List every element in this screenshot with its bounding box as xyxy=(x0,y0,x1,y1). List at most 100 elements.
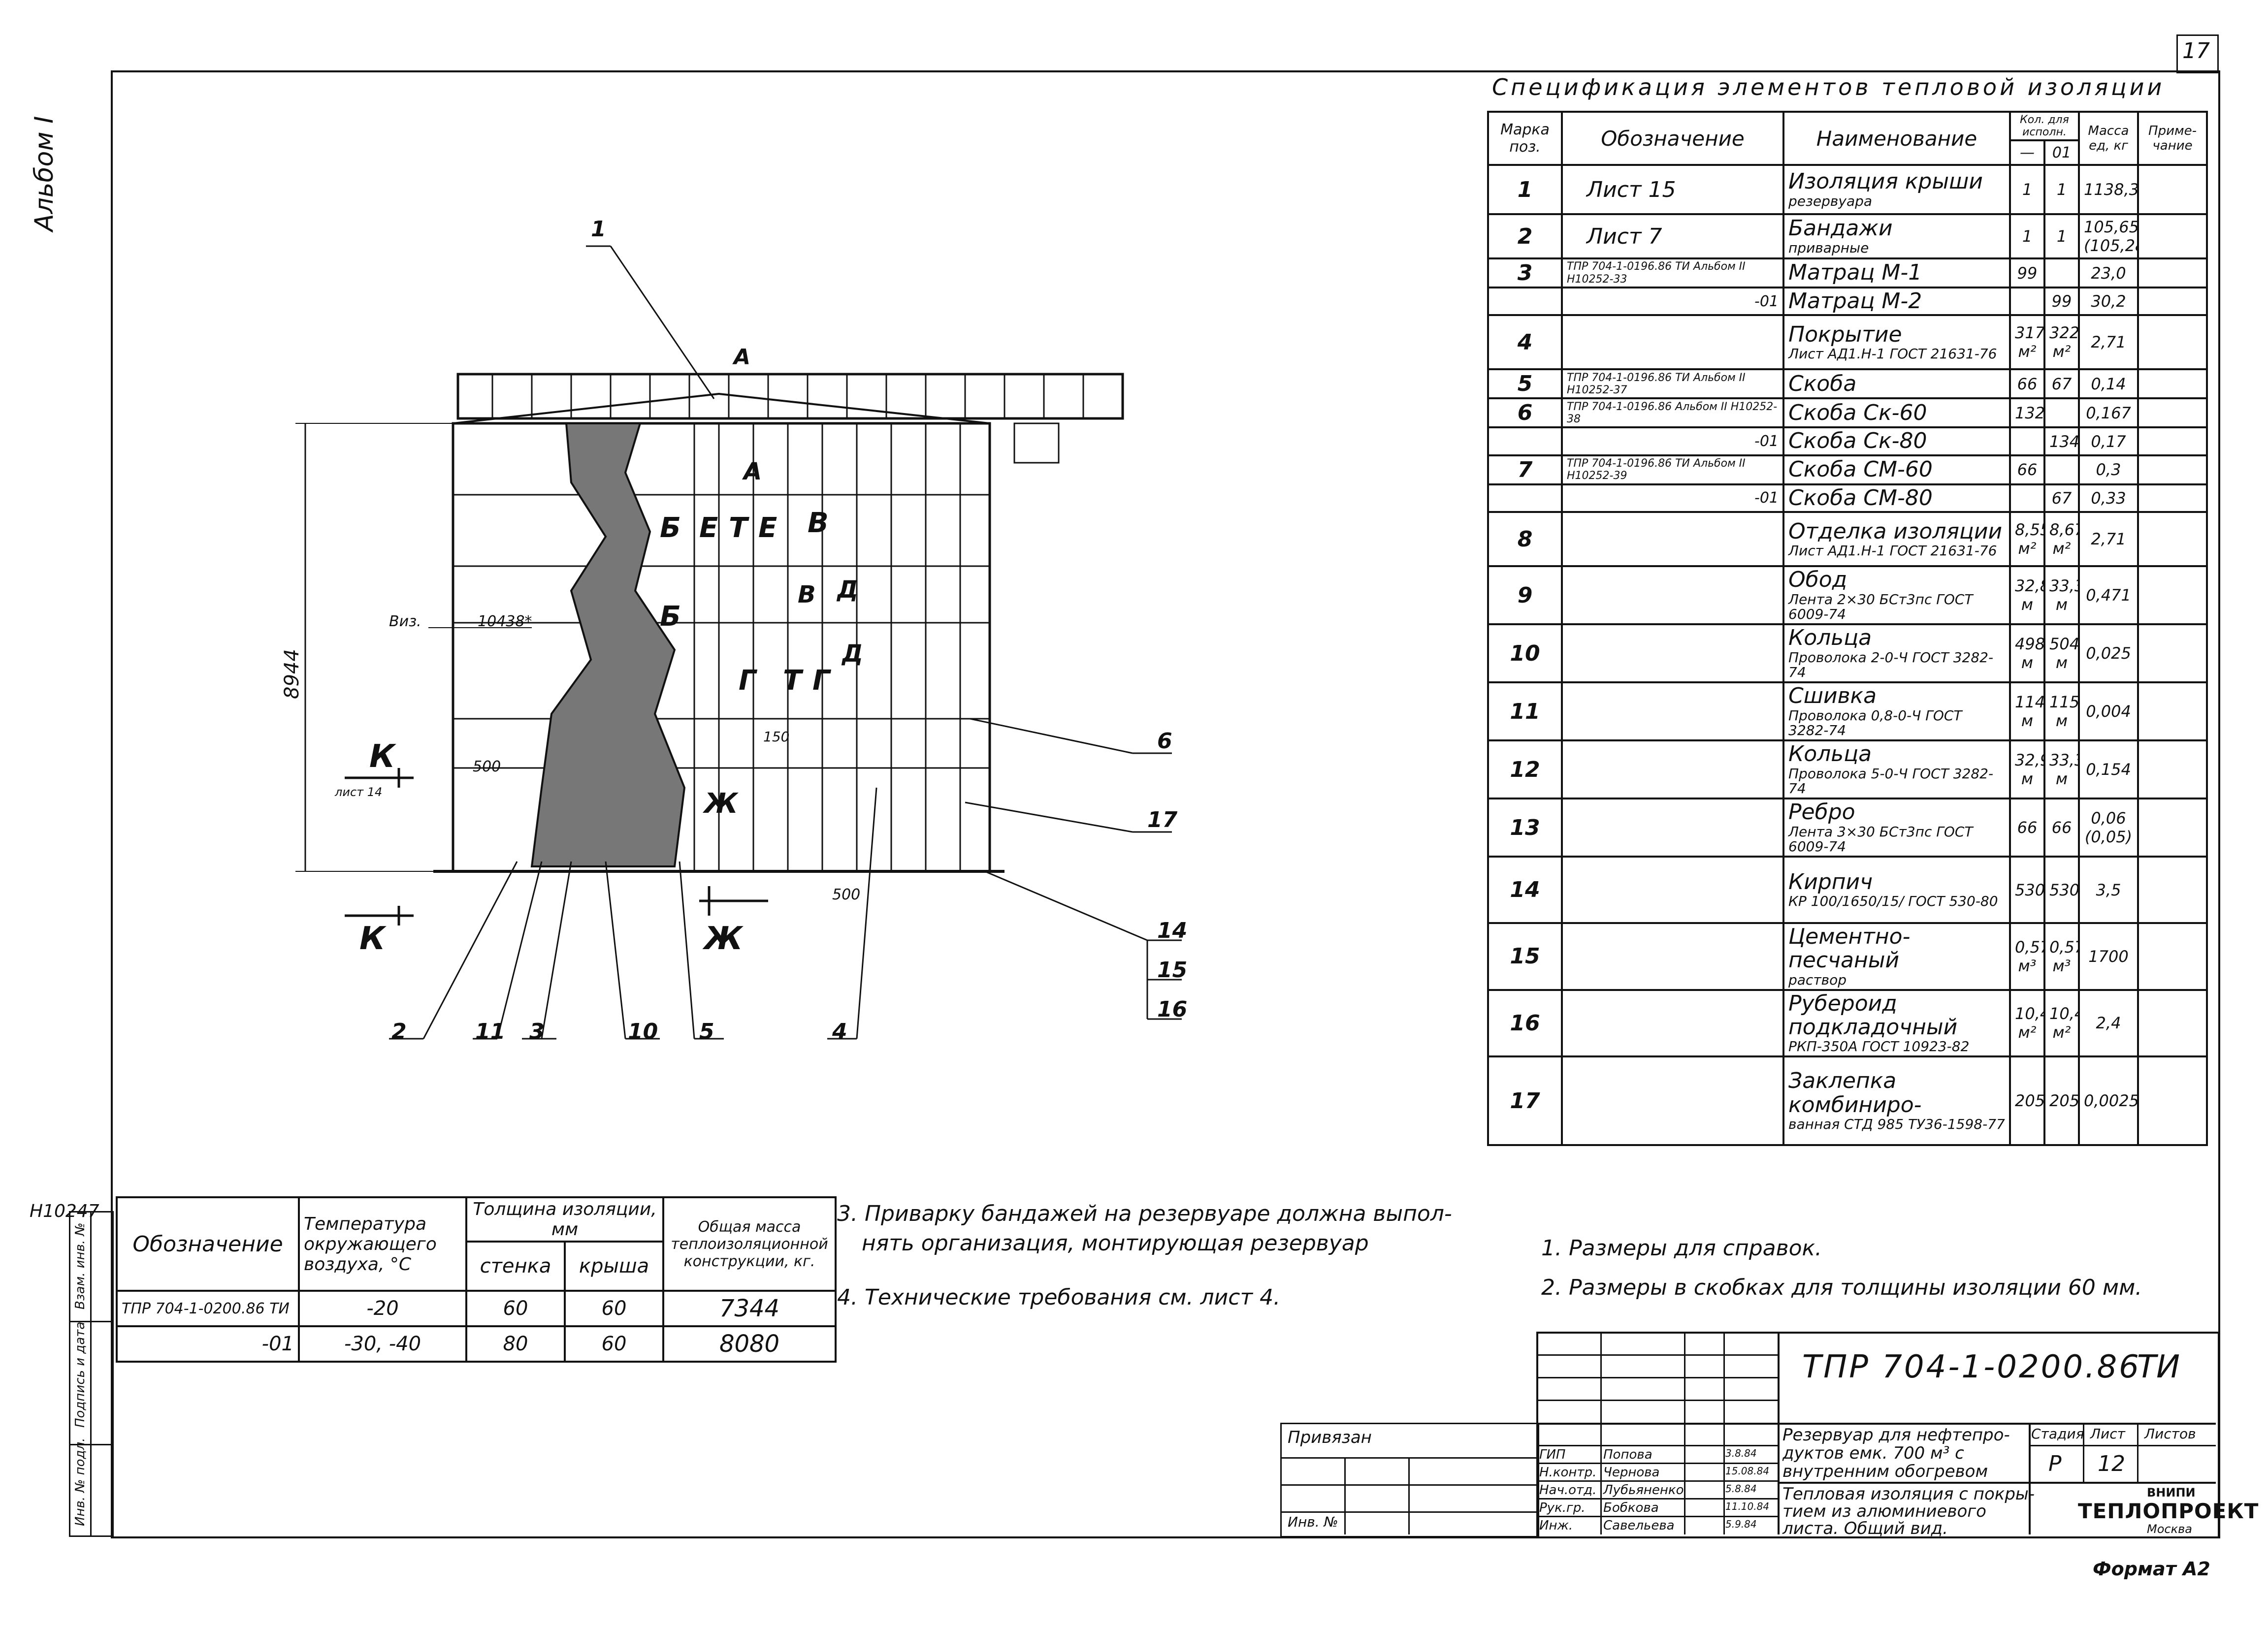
spec-designation xyxy=(1561,623,1784,684)
spec-name-line2: РКП-350А ГОСТ 10923-82 xyxy=(1788,1038,1970,1055)
stamp-person-role: ГИП xyxy=(1539,1447,1566,1462)
spec-note xyxy=(2137,286,2208,317)
stamp-attached: Привязан xyxy=(1288,1428,1372,1447)
spec-qty-a xyxy=(2009,286,2045,317)
section-a-label: А xyxy=(734,345,751,370)
spec-mass: 0,33 xyxy=(2078,483,2139,513)
spec-qty-b: 504 м xyxy=(2043,623,2080,684)
tank-drawing xyxy=(295,245,1182,1040)
spec-qty-b: 99 xyxy=(2043,286,2080,317)
view-letter-v1: В xyxy=(808,507,829,539)
tt-h-wall: стенка xyxy=(465,1241,566,1292)
spec-name-line2: резервуара xyxy=(1788,192,1873,209)
spec-name-line2: Проволока 2-0-Ч ГОСТ 3282-74 xyxy=(1788,649,1994,681)
tt-row2-designation: -01 xyxy=(116,1325,300,1363)
temp-table: Обозначение Температура окружающего возд… xyxy=(116,1196,837,1363)
spec-name-line2: Проволока 0,8-0-Ч ГОСТ 3282-74 xyxy=(1788,707,1962,739)
spec-name-line1: Сшивка xyxy=(1788,683,1877,709)
spec-mark: 15 xyxy=(1487,922,1563,991)
spec-designation: ТПР 704-1-0196.86 ТИ Альбом II Н10252-37 xyxy=(1561,368,1784,400)
spec-qty-b xyxy=(2043,454,2080,485)
spec-designation: Лист 7 xyxy=(1561,213,1784,259)
dim-label: Виз. xyxy=(389,613,421,630)
spec-designation xyxy=(1561,314,1784,371)
callout-17: 17 xyxy=(1147,807,1178,832)
spec-mark: 17 xyxy=(1487,1055,1563,1147)
spec-name-line1: Кирпич xyxy=(1788,869,1873,894)
spec-qty-b: 134 xyxy=(2043,426,2080,456)
spec-mark: 9 xyxy=(1487,565,1563,626)
spec-name-line1: Скоба СМ-60 xyxy=(1788,457,1933,482)
tt-h-temp: Температура окружающего воздуха, °С xyxy=(298,1196,467,1292)
spec-qty-a: 10,4 м² xyxy=(2009,989,2045,1058)
section-k-top: К xyxy=(369,738,395,775)
spec-note xyxy=(2137,257,2208,288)
stamp-stage: Р xyxy=(2048,1451,2062,1476)
tt-row2-mass: 8080 xyxy=(662,1325,837,1363)
stamp-attached-lines xyxy=(1280,1457,1536,1534)
spec-note xyxy=(2137,483,2208,513)
view-letter-zh: Ж xyxy=(704,788,738,820)
spec-qty-b: 10,4 м² xyxy=(2043,989,2080,1058)
spec-note xyxy=(2137,511,2208,568)
spec-designation xyxy=(1561,1055,1784,1147)
spec-qty-b: 33,32 м xyxy=(2043,565,2080,626)
section-k-sheet: лист 14 xyxy=(335,785,383,799)
spec-mass: 0,06 (0,05) xyxy=(2078,798,2139,858)
stamp-title-3: внутренним обогревом xyxy=(1782,1462,1988,1481)
spec-qty-a: 1 xyxy=(2009,164,2045,215)
spec-title: Спецификация элементов тепловой изоляции xyxy=(1492,74,2165,100)
spec-name-line1: Скоба СМ-80 xyxy=(1788,485,1933,511)
tt-row1-designation: ТПР 704-1-0200.86 ТИ xyxy=(116,1290,300,1327)
stamp-sheet: 12 xyxy=(2098,1451,2125,1476)
spec-qty-a: 1140 м xyxy=(2009,681,2045,742)
spec-qty-b: 322 м² xyxy=(2043,314,2080,371)
spec-code: ТПР 704-1-0196.86 ТИ Альбом II Н10252-37 xyxy=(1567,371,1746,396)
note-3-line1: 3. Приварку бандажей на резервуаре должн… xyxy=(837,1201,1452,1226)
spec-mark: 10 xyxy=(1487,623,1563,684)
spec-mark: 12 xyxy=(1487,739,1563,800)
spec-name-line1: Отделка изоляции xyxy=(1788,518,2003,544)
stamp-attached-block xyxy=(1280,1423,1539,1537)
spec-qty-b: 530 xyxy=(2043,856,2080,925)
spec-qty-a: 66 xyxy=(2009,798,2045,858)
spec-note xyxy=(2137,989,2208,1058)
spec-name: Матрац М-1 xyxy=(1782,257,2011,288)
spec-mass: 2,71 xyxy=(2078,314,2139,371)
spec-name-line1: Ребро xyxy=(1788,799,1855,825)
spec-designation-text: -01 xyxy=(1754,292,1779,310)
spec-mass: 0,14 xyxy=(2078,368,2139,400)
spec-mass: 0,3 xyxy=(2078,454,2139,485)
spec-designation-text: Лист 15 xyxy=(1587,177,1676,202)
spec-note xyxy=(2137,565,2208,626)
stamp-person-date: 15.08.84 xyxy=(1725,1465,1770,1477)
spec-qty-b: 67 xyxy=(2043,483,2080,513)
spec-mass: 0,004 xyxy=(2078,681,2139,742)
spec-h-qty-b: 01 xyxy=(2043,139,2080,166)
spec-designation xyxy=(1561,511,1784,568)
spec-name-line1: Цементно-песчаный xyxy=(1788,924,1911,973)
spec-code: ТПР 704-1-0196.86 Альбом II Н10252-38 xyxy=(1567,400,1778,425)
view-letter-g1: Г xyxy=(739,665,756,697)
section-zh-bottom: Ж xyxy=(704,921,743,957)
view-letter-t1: Т xyxy=(729,512,748,544)
spec-note xyxy=(2137,681,2208,742)
view-letter-e1: Е xyxy=(699,512,718,544)
spec-mass: 23,0 xyxy=(2078,257,2139,288)
spec-name-line1: Заклепка комбиниро- xyxy=(1788,1068,1922,1117)
spec-name-line1: Обод xyxy=(1788,567,1847,593)
spec-qty-a xyxy=(2009,426,2045,456)
spec-mass: 0,17 xyxy=(2078,426,2139,456)
